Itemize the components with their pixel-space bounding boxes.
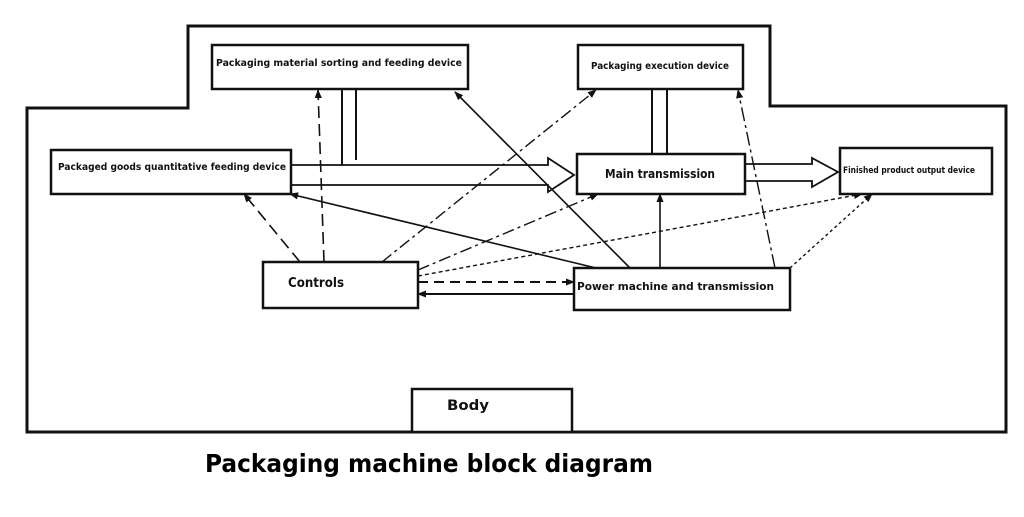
box-controls-label: Controls — [288, 276, 344, 291]
box-quantitative-feeding-label: Packaged goods quantitative feeding devi… — [58, 162, 286, 173]
arrow-main-to-output — [745, 156, 840, 189]
link-controls-to-execution — [381, 89, 597, 263]
link-execution-main — [651, 89, 668, 154]
box-main-transmission: Main transmission — [575, 152, 747, 196]
box-main-transmission-label: Main transmission — [605, 167, 715, 181]
link-power-to-feeding — [289, 192, 597, 269]
box-finished-output: Finished product output device — [838, 146, 994, 196]
box-power-machine-label: Power machine and transmission — [577, 280, 774, 293]
diagram-caption: Packaging machine block diagram — [205, 449, 653, 478]
link-controls-to-material — [314, 89, 325, 263]
link-power-to-output — [789, 193, 873, 269]
box-controls: Controls — [261, 260, 420, 310]
box-execution-label: Packaging execution device — [591, 61, 729, 72]
box-quantitative-feeding: Packaged goods quantitative feeding devi… — [49, 148, 293, 196]
box-execution: Packaging execution device — [576, 43, 745, 91]
box-body-label: Body — [447, 398, 489, 414]
box-power-machine: Power machine and transmission — [572, 266, 792, 312]
link-controls-to-feeding — [243, 193, 301, 263]
link-controls-to-main — [417, 193, 599, 271]
connectors — [243, 89, 873, 298]
body-frame — [25, 24, 1008, 434]
box-finished-output-label: Finished product output device — [843, 166, 975, 176]
box-material-sorting: Packaging material sorting and feeding d… — [210, 43, 470, 91]
arrow-feeding-to-main — [290, 156, 576, 194]
box-material-sorting-label: Packaging material sorting and feeding d… — [216, 58, 462, 69]
link-controls-to-output — [417, 191, 863, 277]
tube-material-to-main — [341, 89, 357, 165]
link-power-to-execution — [736, 89, 776, 269]
link-power-to-material — [454, 91, 631, 269]
box-body: Body — [410, 387, 574, 434]
